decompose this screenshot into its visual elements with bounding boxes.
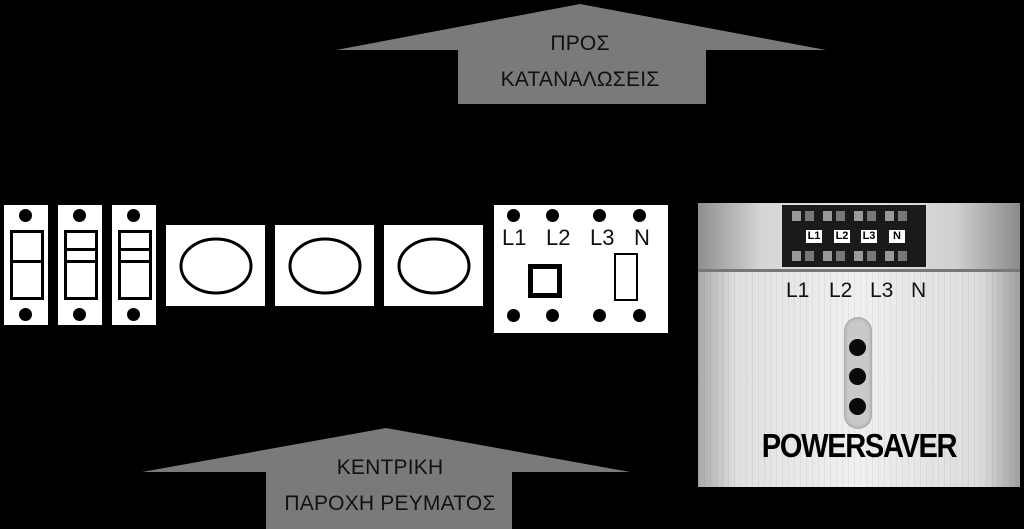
powersaver-label-l3: L3 [870, 279, 894, 302]
top-arrow [336, 4, 826, 104]
indicator-light-1 [849, 339, 866, 356]
indicator-light-3 [849, 398, 866, 415]
switch-label-l1: L1 [502, 225, 527, 250]
terminal-label-n: N [889, 230, 905, 243]
circuit-breaker-3 [112, 205, 156, 325]
indicator-light-2 [849, 368, 866, 385]
circuit-breaker-1 [4, 205, 48, 325]
bottom-arrow [142, 428, 630, 529]
fuse-holder-1 [166, 225, 265, 306]
terminal-label-l2: L2 [834, 230, 850, 243]
fuse-oval-icon [288, 237, 362, 295]
switch-lever [528, 264, 562, 298]
powersaver-device: L1 L2 L3 N L1 L2 L3 N POWERSAVER [698, 203, 1020, 487]
fuse-oval-icon [179, 237, 253, 295]
main-switch: L1 L2 L3 N [494, 205, 668, 333]
powersaver-label-l2: L2 [829, 279, 853, 302]
terminal-label-l3: L3 [861, 230, 877, 243]
fuse-holder-2 [275, 225, 374, 306]
powersaver-brand: POWERSAVER [761, 427, 958, 464]
top-arrow-label-line1: ΠΡΟΣ [550, 32, 610, 55]
terminal-label-l1: L1 [806, 230, 822, 243]
switch-label-n: N [634, 225, 650, 250]
switch-label-l3: L3 [590, 225, 615, 250]
fuse-holder-3 [384, 225, 483, 306]
bottom-arrow-label-line2: ΠΑΡΟΧΗ ΡΕΥΜΑΤΟΣ [284, 492, 496, 515]
switch-label-l2: L2 [546, 225, 571, 250]
top-arrow-label-line2: ΚΑΤΑΝΑΛΩΣΕΙΣ [500, 68, 660, 91]
powersaver-label-l1: L1 [786, 279, 810, 302]
fuse-oval-icon [397, 237, 471, 295]
circuit-breaker-2 [58, 205, 102, 325]
powersaver-label-n: N [911, 279, 927, 302]
terminal-block: L1 L2 L3 N [782, 205, 926, 267]
switch-window [614, 253, 638, 301]
bottom-arrow-label-line1: ΚΕΝΤΡΙΚΗ [336, 456, 444, 479]
